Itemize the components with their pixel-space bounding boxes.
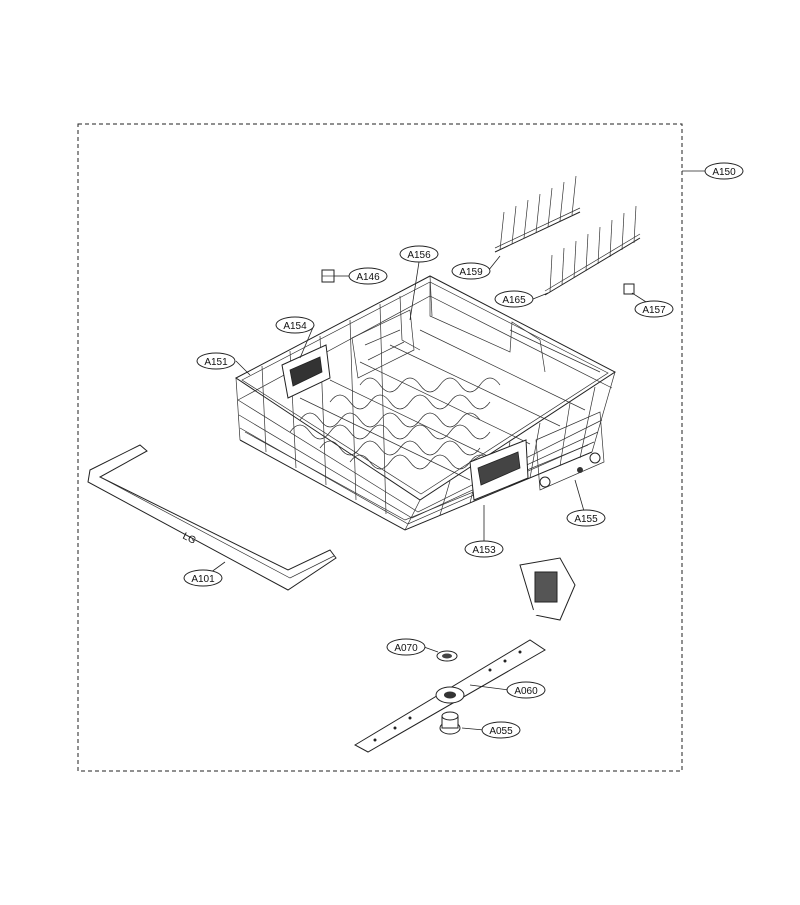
rack-handle: LG <box>87 444 337 591</box>
tine-row-upper <box>494 175 581 253</box>
callout-a165: A165 <box>494 290 534 308</box>
callout-a146: A146 <box>348 267 388 285</box>
svg-text:A156: A156 <box>407 250 431 261</box>
rack-front-bracket <box>469 439 529 501</box>
svg-text:A165: A165 <box>502 295 526 306</box>
svg-text:A150: A150 <box>712 167 736 178</box>
svg-text:A101: A101 <box>191 574 215 585</box>
stopper-part <box>623 283 635 295</box>
svg-text:A151: A151 <box>204 357 228 368</box>
svg-text:A157: A157 <box>642 305 666 316</box>
rack-roller-assembly <box>535 411 605 491</box>
leader-lines <box>202 255 655 731</box>
callout-a101: A101 <box>183 569 223 587</box>
tine-row-lower <box>544 205 641 296</box>
upper-rack-basket <box>235 275 616 531</box>
svg-text:A146: A146 <box>356 272 380 283</box>
lower-spray-arm <box>353 639 546 753</box>
handle-logo-mark: LG <box>181 531 198 547</box>
svg-text:A055: A055 <box>489 726 513 737</box>
callout-a055: A055 <box>481 721 521 739</box>
svg-text:A155: A155 <box>574 514 598 525</box>
clip-part <box>321 269 335 283</box>
spray-arm-nut <box>439 711 461 735</box>
svg-text:A060: A060 <box>514 686 538 697</box>
spray-arm-supply-pipe <box>436 557 576 662</box>
svg-text:A154: A154 <box>283 321 307 332</box>
callout-a060: A060 <box>506 681 546 699</box>
callout-a157: A157 <box>634 300 674 318</box>
callout-a159: A159 <box>451 262 491 280</box>
svg-text:A153: A153 <box>472 545 496 556</box>
rack-clip-panel <box>281 344 331 399</box>
callout-a154: A154 <box>275 316 315 334</box>
callout-a156: A156 <box>399 245 439 263</box>
callout-a155: A155 <box>566 509 606 527</box>
assembly-boundary <box>77 123 683 772</box>
callout-a070: A070 <box>386 638 426 656</box>
svg-text:A070: A070 <box>394 643 418 654</box>
callout-a150: A150 <box>704 162 744 180</box>
callout-a153: A153 <box>464 540 504 558</box>
callout-a151: A151 <box>196 352 236 370</box>
svg-text:A159: A159 <box>459 267 483 278</box>
rack-side-bracket <box>351 309 415 379</box>
